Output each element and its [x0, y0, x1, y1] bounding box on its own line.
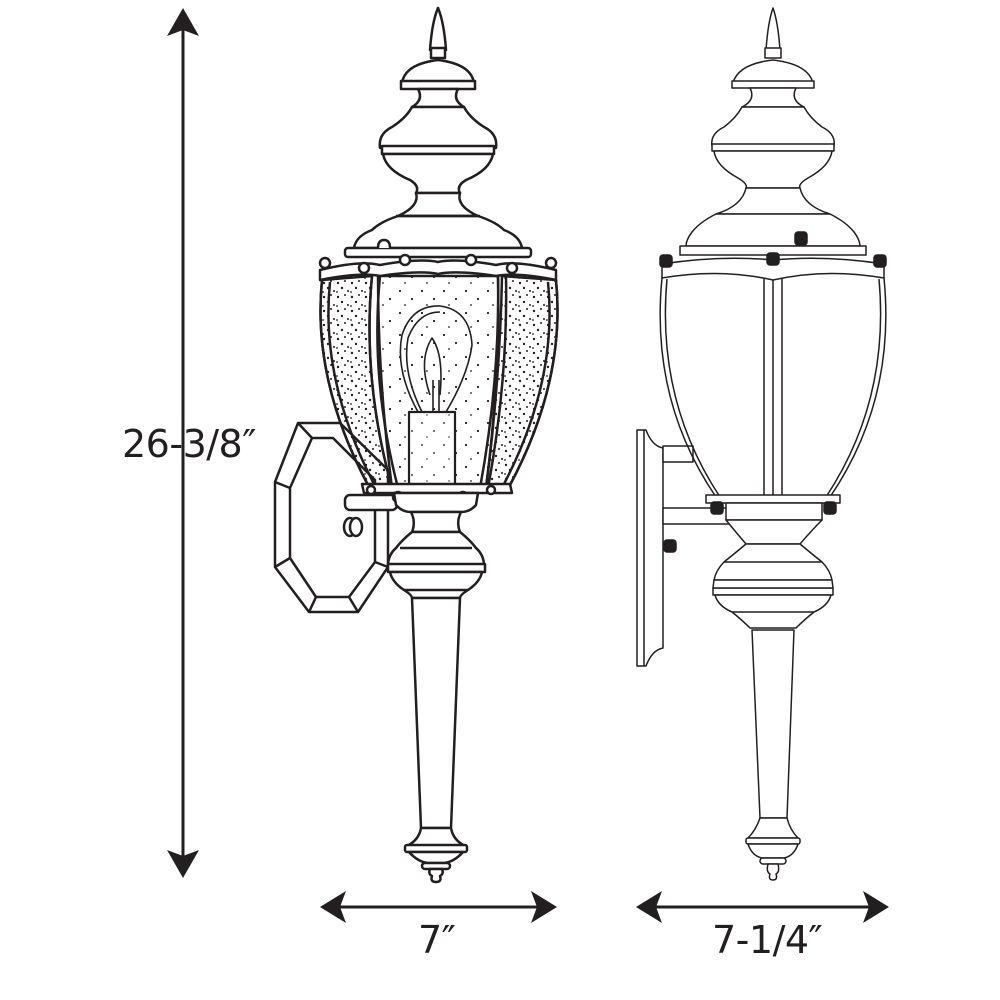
rectangular-backplate — [636, 429, 736, 667]
lantern-front-view — [636, 7, 887, 881]
width-left-dimension-arrow — [320, 891, 557, 923]
width-right-dimension-arrow — [636, 891, 889, 923]
lantern-body — [712, 502, 834, 881]
lantern-side-view — [273, 6, 559, 884]
width-front-dimension-label: 7-1/4″ — [712, 918, 823, 962]
finial — [343, 6, 533, 259]
seeded-glass-panels — [319, 274, 559, 490]
width-side-dimension-label: 7″ — [418, 918, 456, 962]
height-dimension-label: 26-3/8″ — [122, 422, 256, 466]
height-dimension-arrow — [167, 8, 199, 878]
crown-band — [659, 252, 887, 281]
clear-glass-panels — [659, 277, 887, 498]
bottom-band — [705, 494, 841, 515]
lantern-body — [386, 491, 487, 884]
finial — [679, 7, 867, 256]
